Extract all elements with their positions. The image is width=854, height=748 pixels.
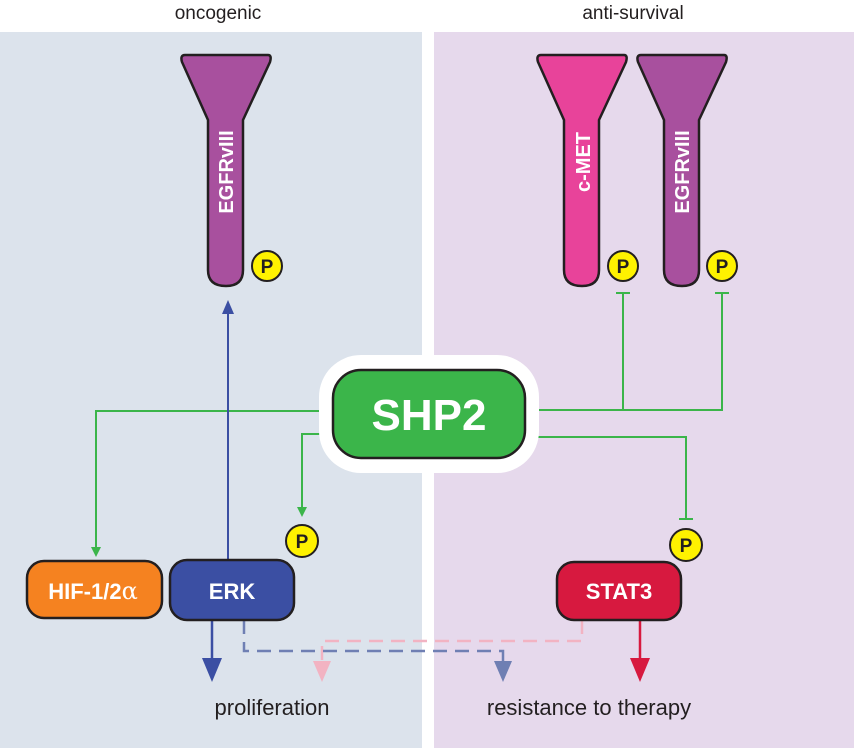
phospho-egfrviii-right: P	[706, 250, 738, 282]
phospho-cmet: P	[607, 250, 639, 282]
erk-node: ERK	[168, 558, 296, 622]
hif-alpha-label: α	[122, 577, 138, 605]
phospho-label: P	[617, 257, 630, 278]
phospho-label: P	[716, 257, 729, 278]
phospho-label: P	[680, 536, 693, 557]
erk-to-egfrviii-arrow	[222, 300, 234, 562]
stat3-label: STAT3	[586, 579, 652, 604]
erk-to-resistance-dashed	[242, 620, 512, 682]
proliferation-label: proliferation	[215, 695, 330, 720]
phospho-stat3: P	[669, 528, 703, 562]
hif-node: HIF-1/2α	[25, 559, 164, 620]
erk-to-proliferation-arrow	[202, 620, 222, 682]
egfrviii-right-label: EGFRvIII	[672, 130, 694, 213]
stat3-to-proliferation-dashed	[313, 620, 584, 682]
left-panel-title: oncogenic	[175, 3, 262, 24]
egfrviii-right-receptor: EGFRvIII	[636, 53, 728, 288]
phospho-erk: P	[285, 524, 319, 558]
egfrviii-left-label: EGFRvIII	[216, 130, 238, 213]
right-panel-title: anti-survival	[582, 3, 683, 24]
shp2-inhibits-egfrviii-right	[520, 292, 729, 411]
shp2-label: SHP2	[372, 391, 487, 440]
phospho-label: P	[296, 532, 309, 553]
stat3-to-resistance-arrow	[630, 620, 650, 682]
svg-text:HIF-1/2α: HIF-1/2α	[48, 577, 138, 605]
shp2-inhibits-stat3	[520, 436, 693, 520]
stat3-node: STAT3	[555, 560, 683, 622]
cmet-receptor: c-MET	[536, 53, 628, 288]
phospho-egfrviii-left: P	[251, 250, 283, 282]
egfrviii-left-receptor: EGFRvIII	[180, 53, 272, 288]
hif-label: HIF-1/2	[48, 579, 121, 604]
shp2-to-hif-arrow	[91, 410, 330, 557]
resistance-label: resistance to therapy	[487, 695, 691, 720]
cmet-label: c-MET	[573, 132, 595, 192]
erk-label: ERK	[209, 579, 256, 604]
phospho-label: P	[261, 257, 274, 278]
shp2-node: SHP2	[319, 355, 539, 473]
